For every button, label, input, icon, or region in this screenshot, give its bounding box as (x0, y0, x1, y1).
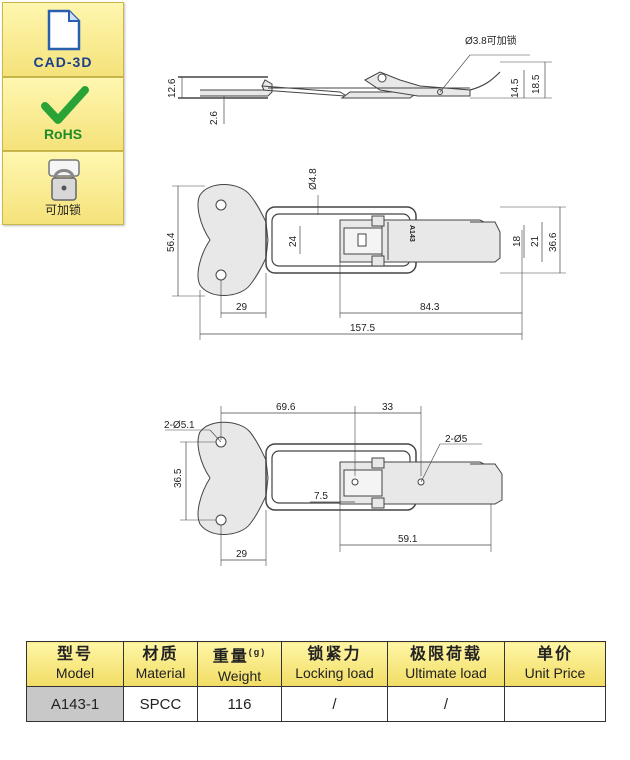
technical-drawing: Ø3.8可加锁 12.6 2.6 14.5 18.5 Ø4.8 56.4 24 … (164, 34, 566, 566)
plan-overall-height-label: 36.6 (548, 232, 559, 252)
plan-base-height-label: 56.4 (166, 232, 177, 252)
hook-marking: A143 (408, 225, 415, 242)
side-thickness-label: 2.6 (209, 111, 220, 125)
plan-base-offset-label: 29 (236, 302, 248, 313)
mounting-view (197, 421, 503, 535)
cad-3d-badge[interactable]: CAD-3D (2, 2, 124, 77)
cell-weight: 116 (197, 686, 282, 722)
hole-note-label: Ø3.8可加锁 (465, 34, 517, 47)
cell-model: A143-1 (26, 686, 124, 722)
plan-hole-label: Ø4.8 (308, 168, 319, 190)
cell-locking-load: / (281, 686, 388, 722)
cell-unit-price (504, 686, 606, 722)
plan-hook-w1-label: 18 (512, 235, 523, 247)
plan-wire-gap-label: 24 (288, 235, 299, 247)
strike-span-label: 33 (382, 402, 394, 413)
cell-material: SPCC (123, 686, 198, 722)
strike-length-label: 59.1 (398, 534, 418, 545)
padlock-icon (48, 159, 80, 201)
side-view (178, 71, 501, 99)
rohs-badge: RoHS (2, 77, 124, 151)
cell-ultimate-load: / (387, 686, 505, 722)
side-h1-label: 14.5 (510, 78, 521, 98)
header-weight: 重量(g)Weight (197, 641, 282, 687)
strike-holes-label: 2-Ø5 (445, 434, 468, 445)
mount-spacing-label: 69.6 (276, 402, 296, 413)
lockable-label: 可加锁 (44, 203, 81, 217)
base-hole-spacing-label: 36.5 (173, 468, 184, 488)
plan-overall-length-label: 157.5 (350, 323, 375, 334)
cad-3d-label: CAD-3D (33, 54, 93, 70)
table-row: A143-1 SPCC 116 / / (26, 686, 606, 722)
rohs-label: RoHS (43, 126, 83, 142)
lockable-badge: 可加锁 (2, 151, 124, 225)
side-h2-label: 18.5 (531, 74, 542, 94)
strike-offset-label: 7.5 (314, 491, 328, 502)
mount-base-offset-label: 29 (236, 549, 248, 560)
side-height-label: 12.6 (167, 78, 178, 98)
plan-hook-w2-label: 21 (530, 235, 541, 247)
plan-view (197, 184, 501, 296)
checkmark-icon (41, 86, 89, 124)
document-icon (47, 9, 81, 51)
base-holes-label: 2-Ø5.1 (164, 420, 195, 431)
plan-hook-length-label: 84.3 (420, 302, 440, 313)
